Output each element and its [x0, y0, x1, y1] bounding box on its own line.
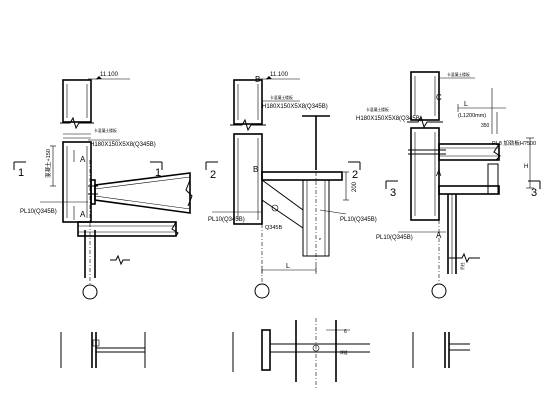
- pl-label-3b: PL10(Q345B): [376, 235, 413, 241]
- column-upper-1: [62, 79, 92, 123]
- detail-2: 11.100 B 卡混凝土楼板 H180X150X5X8(Q345B) 2 2 …: [205, 72, 377, 388]
- note-label-1: 卡混凝土楼板: [94, 128, 117, 133]
- pl-label-1: PL10(Q345B): [20, 209, 57, 215]
- sec-mark-2-right: 2: [352, 169, 358, 181]
- elev-label-1: 11.100: [100, 72, 119, 78]
- dim-l1200: (L1200mm): [458, 113, 486, 119]
- bracket-3: [438, 185, 500, 195]
- dim-e-2: e: [319, 236, 322, 241]
- column-upper-3: [410, 71, 440, 121]
- mark-a-top-3: A: [436, 169, 442, 178]
- sec-mark-2-left: 2: [210, 169, 216, 181]
- elev-label-2: 11.100: [270, 72, 289, 78]
- dim-l-3: L: [464, 101, 468, 108]
- dim-label-200: 200: [352, 181, 358, 192]
- pl-label-3a: PL8 加劲板H?500: [492, 139, 536, 147]
- mark-c-3: C: [436, 93, 442, 102]
- sec-mark-3-left: 3: [390, 187, 396, 199]
- side-note-2: 焊缝: [340, 350, 348, 355]
- dim-h-3: H: [524, 164, 528, 170]
- mark-b-bot-2: B: [253, 165, 258, 174]
- pl-label-2b: PL10(Q345B): [340, 217, 377, 223]
- mark-a-top-1: A: [80, 155, 86, 164]
- sec-mark-3-right: 3: [531, 187, 537, 199]
- beam-3: [438, 143, 500, 161]
- mark-b-top-2: B: [255, 75, 260, 84]
- bracket-flange-2: [261, 171, 343, 181]
- detail-3: 卡混凝土楼板 C H180X150X5X8(Q345B) 卡混凝土楼板 L (L…: [356, 71, 541, 368]
- q345-label: Q345B: [265, 225, 282, 231]
- sec-mark-1-right: 1: [155, 167, 161, 179]
- grid-bubble-3: [431, 283, 447, 299]
- dim-350: 350: [481, 123, 490, 129]
- note-label-2: 卡混凝土楼板: [270, 95, 293, 100]
- mark-a-bot-1: A: [80, 210, 86, 219]
- grid-note-3: 吊柱: [460, 262, 465, 270]
- pl-label-2a: PL10(Q345B): [208, 217, 245, 223]
- sec-mark-1-left: 1: [18, 167, 24, 179]
- grid-bubble-1: [82, 284, 98, 300]
- grid-bubble-2: [254, 283, 270, 299]
- girder-1: [77, 221, 177, 237]
- beam-label-3: H180X150X5X8(Q345B): [356, 116, 422, 122]
- beam-label-1: H180X150X5X8(Q345B): [90, 142, 156, 148]
- column-upper-2: [233, 79, 263, 125]
- detail-1: 11.100 卡混凝土楼板 H180X150X5X8(Q345B) 混凝土+15…: [13, 72, 193, 368]
- beam-label-2: H180X150X5X8(Q345B): [262, 104, 328, 110]
- note-label-3: 卡混凝土楼板: [447, 72, 470, 77]
- end-plate-1: [90, 179, 96, 205]
- dim-l-2: L: [286, 263, 290, 270]
- weld-d-label: 6: [344, 329, 347, 335]
- dim-label-150: 混凝土+150: [44, 149, 52, 178]
- note-label-3b: 卡混凝土楼板: [366, 107, 389, 112]
- column-lower-3: [410, 127, 440, 221]
